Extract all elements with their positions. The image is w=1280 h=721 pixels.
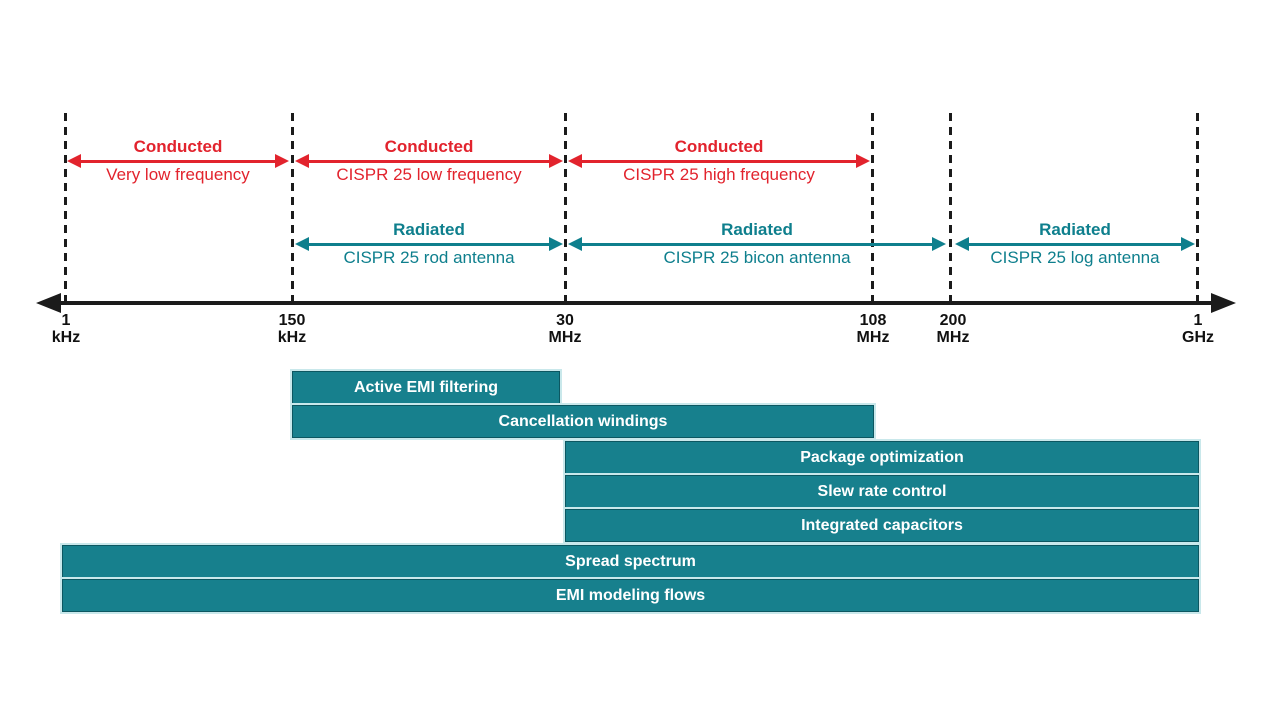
gridline-1ghz bbox=[1196, 113, 1199, 304]
tick-label-1khz: 1 kHz bbox=[52, 312, 80, 346]
tick-label-30mhz: 30 MHz bbox=[549, 312, 582, 346]
gridline-108mhz bbox=[871, 113, 874, 304]
tick-value: 150 bbox=[278, 312, 306, 329]
conducted-range-cispr25-low: Conducted CISPR 25 low frequency bbox=[295, 137, 563, 186]
axis-arrow-left-icon bbox=[36, 293, 61, 313]
tick-value: 1 bbox=[1193, 312, 1203, 329]
tick-unit: kHz bbox=[51, 329, 81, 346]
range-title: Conducted bbox=[384, 137, 474, 156]
tick-label-108mhz: 108 MHz bbox=[857, 312, 890, 346]
bar-label: EMI modeling flows bbox=[555, 586, 706, 604]
range-title: Conducted bbox=[674, 137, 764, 156]
bar-label: Cancellation windings bbox=[498, 412, 668, 430]
range-subtitle: CISPR 25 bicon antenna bbox=[663, 248, 851, 267]
range-subtitle: CISPR 25 log antenna bbox=[990, 248, 1160, 267]
bar-spread-spectrum: Spread spectrum bbox=[62, 545, 1199, 578]
tick-label-1ghz: 1 GHz bbox=[1182, 312, 1214, 346]
tick-unit: GHz bbox=[1182, 329, 1214, 346]
frequency-axis bbox=[55, 301, 1212, 305]
bar-label: Slew rate control bbox=[817, 482, 947, 500]
tick-label-200mhz: 200 MHz bbox=[937, 312, 970, 346]
range-subtitle: CISPR 25 low frequency bbox=[336, 165, 522, 184]
tick-unit: MHz bbox=[936, 329, 970, 346]
tick-label-150khz: 150 kHz bbox=[278, 312, 306, 346]
bar-integrated-capacitors: Integrated capacitors bbox=[565, 509, 1199, 542]
tick-unit: MHz bbox=[548, 329, 582, 346]
bar-emi-modeling-flows: EMI modeling flows bbox=[62, 579, 1199, 612]
double-arrow bbox=[568, 237, 946, 251]
tick-value: 30 bbox=[556, 312, 574, 329]
tick-value: 200 bbox=[939, 312, 967, 329]
bar-label: Active EMI filtering bbox=[353, 378, 499, 396]
bar-active-emi-filtering: Active EMI filtering bbox=[292, 371, 560, 404]
conducted-range-very-low-frequency: Conducted Very low frequency bbox=[67, 137, 289, 186]
range-subtitle: CISPR 25 rod antenna bbox=[343, 248, 515, 267]
range-subtitle: Very low frequency bbox=[106, 165, 250, 184]
range-title: Radiated bbox=[721, 220, 793, 239]
bar-label: Integrated capacitors bbox=[801, 516, 963, 534]
gridline-150khz bbox=[291, 113, 294, 304]
tick-value: 1 bbox=[61, 312, 71, 329]
axis-arrow-right-icon bbox=[1211, 293, 1236, 313]
bar-package-optimization: Package optimization bbox=[565, 441, 1199, 474]
range-subtitle: CISPR 25 high frequency bbox=[623, 165, 815, 184]
bar-label: Package optimization bbox=[800, 448, 964, 466]
double-arrow bbox=[295, 154, 563, 168]
double-arrow bbox=[568, 154, 870, 168]
tick-unit: MHz bbox=[856, 329, 890, 346]
radiated-range-bicon-antenna: Radiated CISPR 25 bicon antenna bbox=[568, 220, 946, 269]
double-arrow bbox=[295, 237, 563, 251]
range-title: Radiated bbox=[393, 220, 465, 239]
gridline-200mhz bbox=[949, 113, 952, 304]
double-arrow bbox=[955, 237, 1195, 251]
conducted-range-cispr25-high: Conducted CISPR 25 high frequency bbox=[568, 137, 870, 186]
tick-value: 108 bbox=[859, 312, 887, 329]
range-title: Radiated bbox=[1039, 220, 1111, 239]
radiated-range-rod-antenna: Radiated CISPR 25 rod antenna bbox=[295, 220, 563, 269]
range-title: Conducted bbox=[133, 137, 223, 156]
tick-unit: kHz bbox=[277, 329, 307, 346]
gridline-1khz bbox=[64, 113, 67, 304]
radiated-range-log-antenna: Radiated CISPR 25 log antenna bbox=[955, 220, 1195, 269]
bar-slew-rate-control: Slew rate control bbox=[565, 475, 1199, 508]
bar-label: Spread spectrum bbox=[565, 552, 696, 570]
gridline-30mhz bbox=[564, 113, 567, 304]
bar-cancellation-windings: Cancellation windings bbox=[292, 405, 874, 438]
double-arrow bbox=[67, 154, 289, 168]
